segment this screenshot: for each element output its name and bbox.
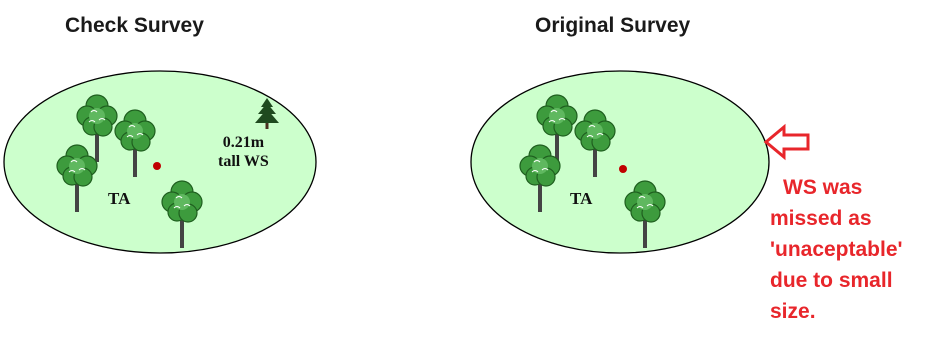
white-spruce-icon: [255, 98, 279, 129]
original-survey-title: Original Survey: [535, 14, 691, 37]
original-ta-label: TA: [570, 189, 593, 208]
original-plot-center-dot: [619, 165, 627, 173]
check-plot-ellipse: [3, 70, 317, 254]
annotation-line3: 'unaceptable': [770, 238, 903, 261]
check-plot-center-dot: [153, 162, 161, 170]
annotation-line2: missed as: [770, 207, 872, 230]
ws-label-line2: tall WS: [218, 153, 269, 170]
check-ta-label: TA: [108, 189, 131, 208]
missed-ws-annotation: WS was missed as 'unaceptable' due to sm…: [770, 172, 945, 327]
annotation-line5: size.: [770, 300, 816, 323]
check-survey-title: Check Survey: [65, 14, 204, 37]
red-arrow-icon: [763, 123, 810, 161]
original-plot-ellipse: [470, 70, 770, 254]
ws-height-label: 0.21m tall WS: [218, 133, 269, 171]
ws-label-line1: 0.21m: [222, 134, 265, 151]
annotation-line4: due to small: [770, 269, 893, 292]
annotation-line1: WS was: [783, 176, 863, 199]
